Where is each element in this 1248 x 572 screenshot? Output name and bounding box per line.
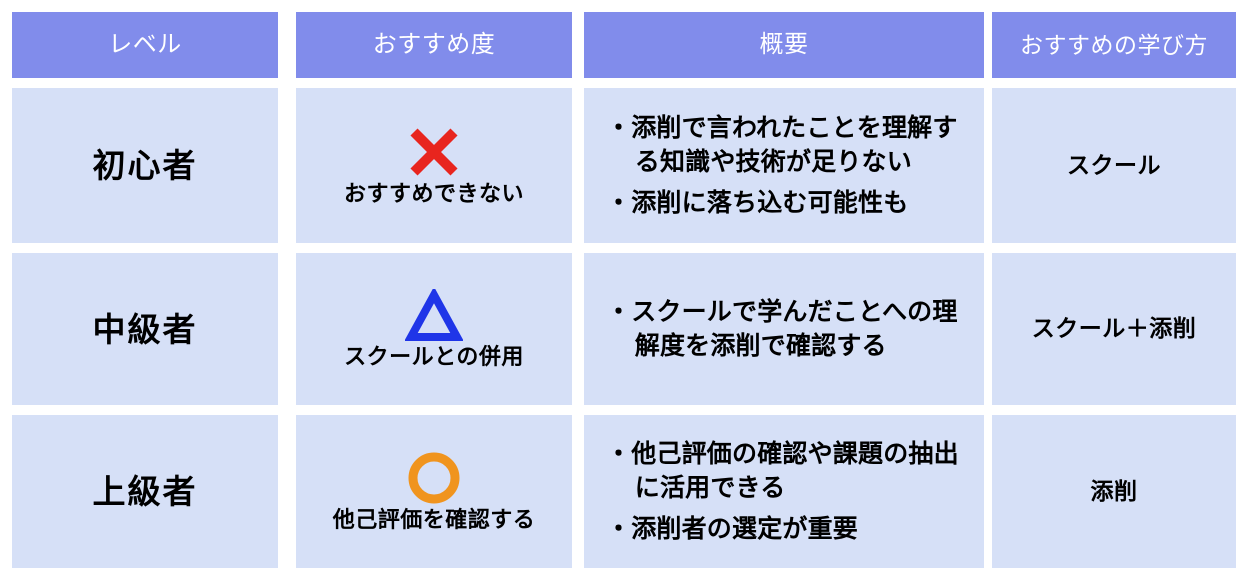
level-label: 初心者 [92,147,198,184]
recommendation-label: 他己評価を確認する [332,507,536,533]
recommendation-wrapper: おすすめできない [344,124,524,206]
table-header-summary: 概要 [584,12,984,78]
recommendation-wrapper: 他己評価を確認する [333,450,536,532]
table-header-method: おすすめの学び方 [992,12,1236,78]
recommendation-label: おすすめできない [343,181,524,207]
cross-mark-icon [406,124,462,180]
method-label: スクール [1067,151,1161,178]
level-label: 中級者 [92,310,198,348]
circle-icon [405,450,463,506]
table-header-level-label: レベル [108,31,182,58]
table-header-recommendation: おすすめ度 [296,12,572,78]
table-header-level: レベル [12,12,278,78]
table-row: 中級者 [12,253,278,405]
recommendation-cell: 他己評価を確認する [296,415,572,568]
method-cell: スクール＋添削 [992,253,1236,405]
summary-cell: ・スクールで学んだことへの理解度を添削で確認する [584,253,984,405]
summary-cell: ・添削で言われたことを理解する知識や技術が足りない ・添削に落ち込む可能性も [584,88,984,243]
method-cell: 添削 [992,415,1236,568]
method-label: スクール＋添削 [1031,315,1197,342]
triangle-icon [404,286,464,343]
method-label: 添削 [1090,477,1138,504]
table-header-summary-label: 概要 [759,31,809,58]
recommendation-wrapper: スクールとの併用 [344,286,524,369]
summary-item: ・添削に落ち込む可能性も [606,188,909,217]
summary-item: ・スクールで学んだことへの理解度を添削で確認する [606,297,958,361]
recommendation-cell: スクールとの併用 [296,253,572,405]
table-row: 上級者 [12,415,278,568]
summary-list: ・添削で言われたことを理解する知識や技術が足りない ・添削に落ち込む可能性も [584,111,984,221]
table-row: 初心者 [12,88,278,243]
summary-item: ・添削で言われたことを理解する知識や技術が足りない [606,113,958,177]
recommendation-cell: おすすめできない [296,88,572,243]
summary-item: ・添削者の選定が重要 [606,514,859,543]
level-label: 上級者 [92,473,198,510]
recommendation-label: スクールとの併用 [344,343,524,369]
table-header-method-label: おすすめの学び方 [1020,31,1208,58]
summary-item: ・他己評価の確認や課題の抽出に活用できる [606,439,959,503]
table-header-recommendation-label: おすすめ度 [372,31,496,58]
method-cell: スクール [992,88,1236,243]
summary-list: ・スクールで学んだことへの理解度を添削で確認する [584,295,984,364]
summary-list: ・他己評価の確認や課題の抽出に活用できる ・添削者の選定が重要 [584,437,984,547]
summary-cell: ・他己評価の確認や課題の抽出に活用できる ・添削者の選定が重要 [584,415,984,568]
